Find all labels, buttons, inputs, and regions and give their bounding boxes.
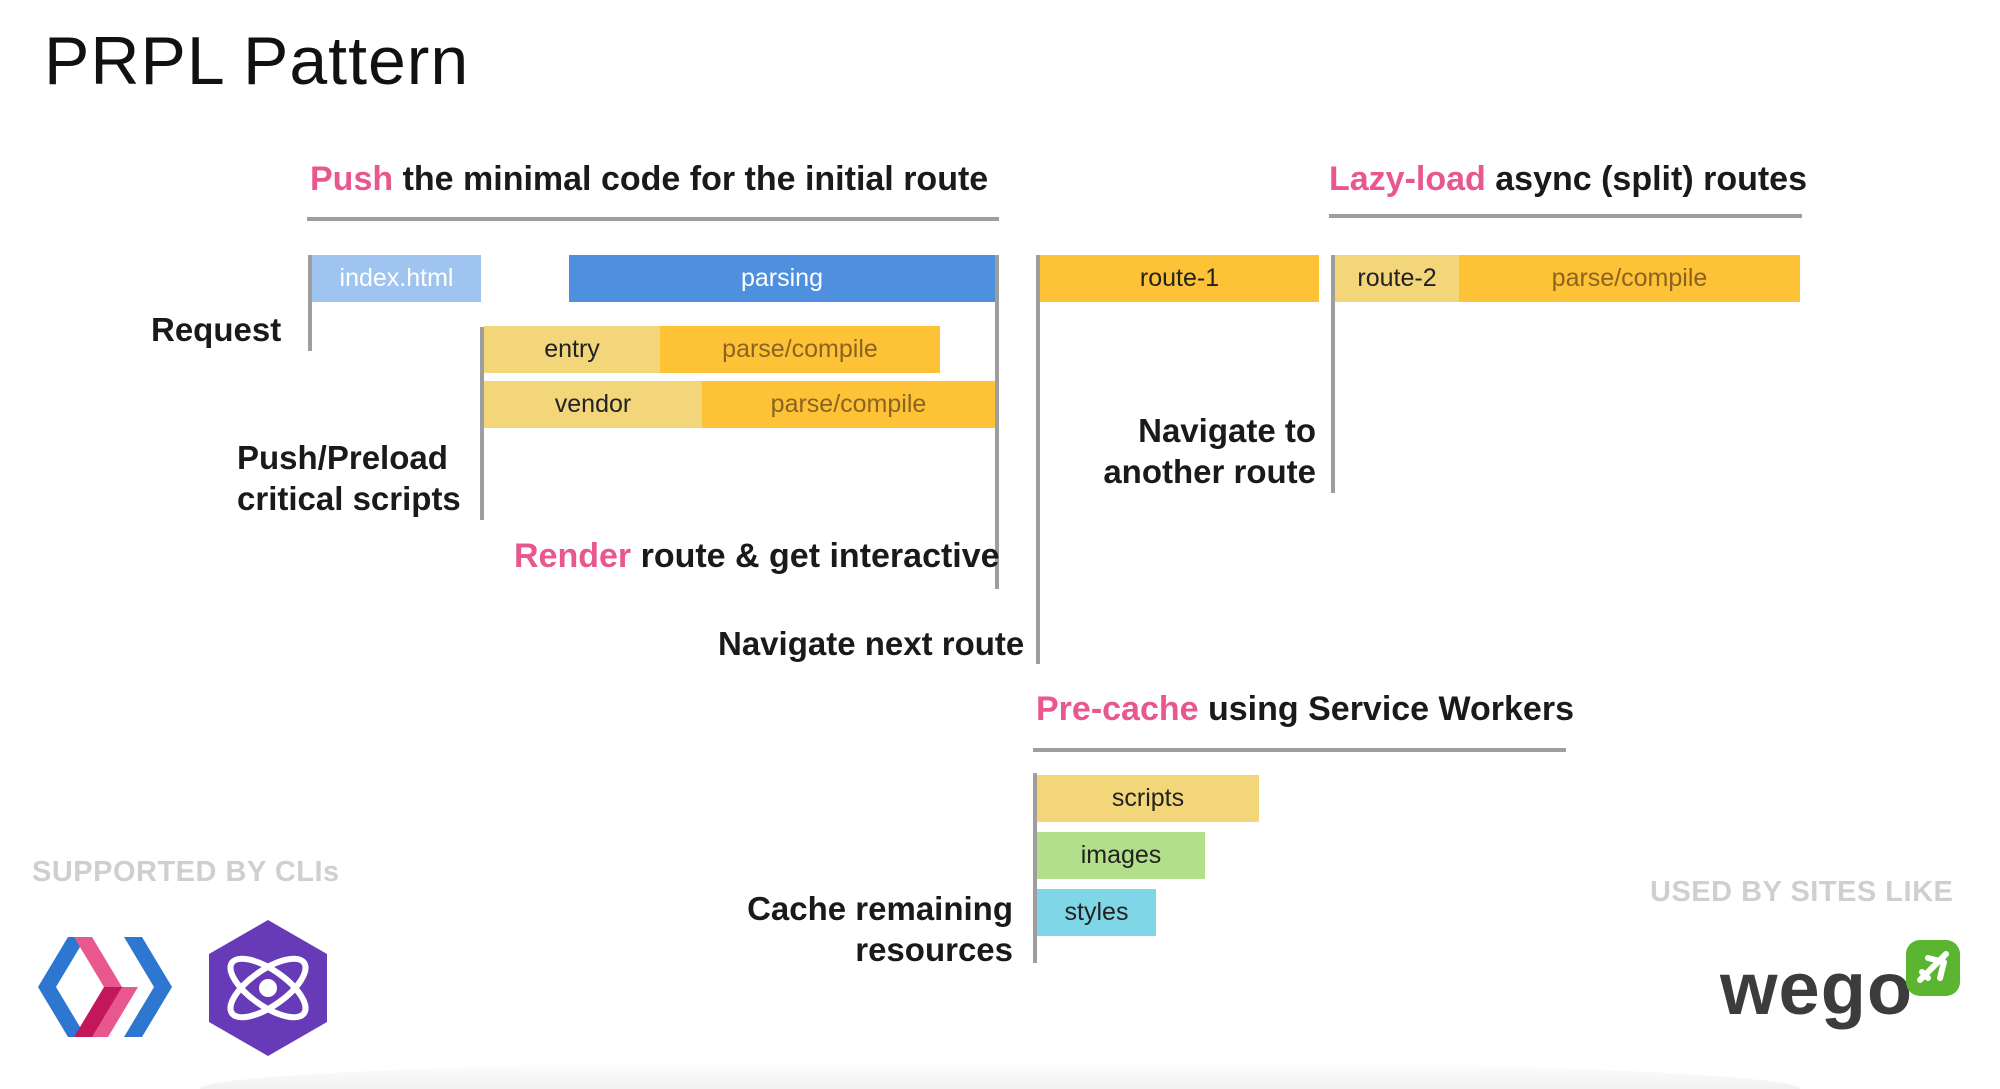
request-line [308,255,312,351]
index-html-bar: index.html [312,255,481,302]
images-bar: images [1037,832,1205,879]
cache-line [1033,773,1037,963]
lazy-heading: Lazy-load async (split) routes [1329,162,1807,196]
push-rest: the minimal code for the initial route [393,160,989,198]
wego-wordmark: wego [1720,947,1914,1030]
parsing-bar: parsing [569,255,995,302]
precache-heading: Pre-cache using Service Workers [1036,692,1574,726]
cache-remaining-label: Cache remaining resources [700,888,1013,970]
navigate-next-line [1036,255,1040,664]
navigate-another-line-1: Navigate to [1138,412,1316,449]
render-rest: route & get interactive [631,537,1000,575]
route-1-bar: route-1 [1040,255,1319,302]
push-preload-line-1: Push/Preload [237,439,448,476]
bottom-edge-shadow [200,1060,1800,1089]
scripts-bar: scripts [1037,775,1259,822]
page-title: PRPL Pattern [44,23,470,99]
entry-bar: entry [484,326,660,373]
route-2-parse-bar: parse/compile [1459,255,1800,302]
wego-plane-icon [1906,940,1960,996]
preload-line [480,327,484,520]
push-heading: Push the minimal code for the initial ro… [310,162,988,196]
lazy-accent: Lazy-load [1329,160,1486,198]
navigate-next-label: Navigate next route [718,625,1025,662]
styles-bar: styles [1037,889,1156,936]
entry-parse-bar: parse/compile [660,326,940,373]
used-by-heading: USED BY SITES LIKE [1650,876,1954,908]
supported-by-heading: SUPPORTED BY CLIs [32,856,340,888]
navigate-another-line [1331,255,1335,493]
wego-logo: wego [1720,940,1960,1040]
polymer-logo-icon [38,937,172,1037]
cache-remaining-line-1: Cache remaining [747,890,1013,927]
vendor-bar: vendor [484,381,702,428]
push-underline [307,217,999,221]
request-label: Request [151,311,282,348]
push-preload-line-2: critical scripts [237,480,461,517]
render-accent: Render [514,537,632,575]
lazy-rest: async (split) routes [1485,160,1808,198]
navigate-another-label: Navigate to another route [1090,410,1316,492]
route-2-bar: route-2 [1335,255,1459,302]
push-preload-label: Push/Preload critical scripts [237,437,461,519]
precache-rest: using Service Workers [1198,690,1574,728]
preact-atom-logo-icon [209,920,327,1056]
push-accent: Push [310,160,394,198]
vendor-parse-bar: parse/compile [702,381,995,428]
render-line [995,255,999,589]
navigate-another-line-2: another route [1103,453,1316,490]
lazy-underline [1329,214,1802,218]
precache-accent: Pre-cache [1036,690,1199,728]
precache-underline [1033,748,1566,752]
cache-remaining-line-2: resources [855,931,1013,968]
render-heading: Render route & get interactive [514,539,1000,573]
